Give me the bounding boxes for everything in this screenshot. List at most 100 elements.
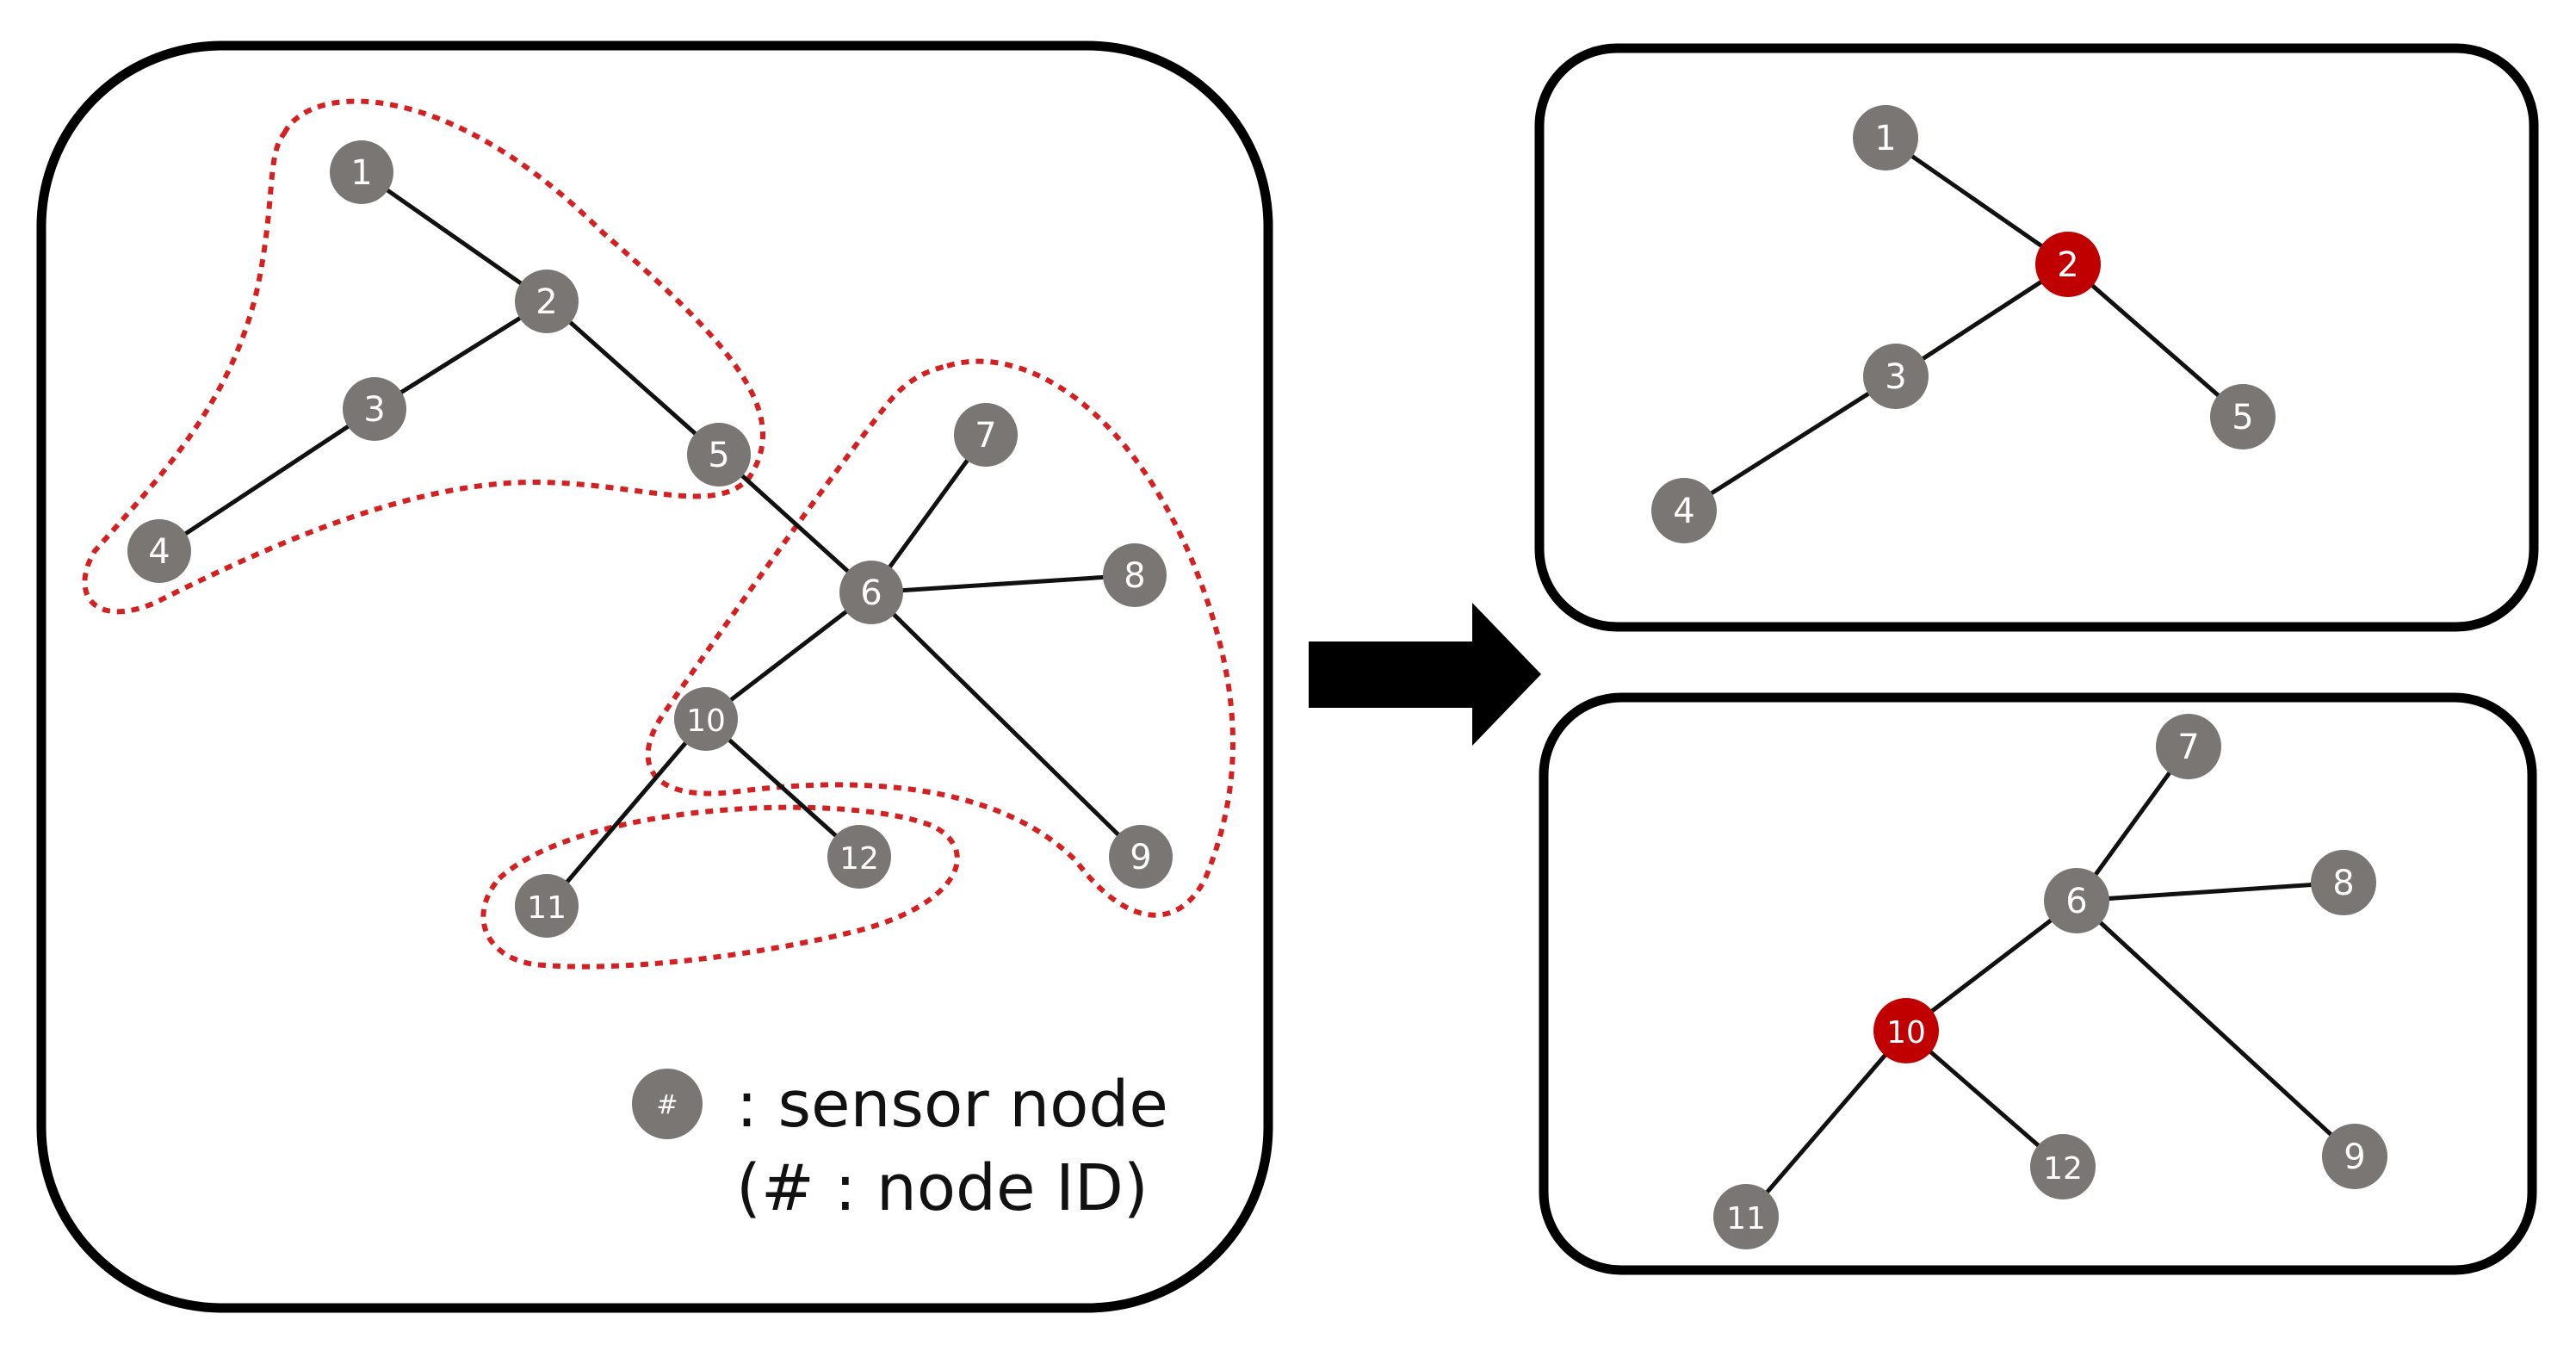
network-node-1: 1	[330, 140, 393, 204]
network-node-11: 11	[515, 874, 579, 938]
network-node-circle-1	[330, 140, 393, 204]
result-bottom-node-circle-7	[2156, 714, 2221, 779]
result-top-node-label-2: 2	[2057, 245, 2078, 285]
network-edge-6-9	[869, 590, 1143, 859]
cluster-outline-2	[645, 358, 1236, 918]
result-bottom-node-6: 6	[2044, 868, 2109, 933]
network-edge-6-8	[869, 573, 1137, 595]
network-edge-2-5	[544, 299, 721, 457]
result-bottom-edge-6-9	[2074, 898, 2357, 1159]
result-bottom-node-circle-12	[2030, 1134, 2096, 1199]
result-top-edge-2-5	[2065, 262, 2245, 419]
network-node-12: 12	[827, 825, 891, 889]
result-top-node-circle-5	[2210, 384, 2276, 449]
network-edge-10-11	[544, 716, 709, 908]
network-node-2: 2	[515, 270, 579, 333]
network-edge-6-10	[703, 590, 874, 722]
result-bottom-node-9: 9	[2322, 1124, 2387, 1189]
result-bottom-edge-10-12	[1904, 1028, 2065, 1169]
result-top-node-2: 2	[2035, 232, 2101, 297]
legend: # : sensor node (# : node ID)	[632, 1068, 1168, 1225]
result-bottom-node-circle-8	[2311, 850, 2376, 915]
network-node-circle-8	[1103, 543, 1167, 607]
network-node-label-12: 12	[839, 841, 879, 877]
result-bottom-node-label-8: 8	[2332, 864, 2354, 903]
network-node-label-10: 10	[686, 703, 726, 739]
result-bottom-node-11: 11	[1713, 1184, 1779, 1249]
network-node-10: 10	[674, 687, 738, 751]
cluster-outline-1	[82, 98, 765, 615]
result-top-node-5: 5	[2210, 384, 2276, 449]
network-node-6: 6	[839, 561, 903, 624]
result-top-node-label-4: 4	[1673, 492, 1694, 531]
result-top-node-circle-3	[1863, 344, 1929, 409]
network-node-circle-6	[839, 561, 903, 624]
result-panel-top	[1534, 43, 2539, 632]
network-node-label-1: 1	[350, 153, 372, 193]
result-top-node-circle-1	[1853, 105, 1918, 170]
network-node-circle-11	[515, 874, 579, 938]
result-bottom-node-10: 10	[1873, 998, 1939, 1063]
legend-line-1: : sensor node	[736, 1068, 1168, 1142]
network-node-label-5: 5	[708, 436, 729, 475]
result-top-edge-2-3	[1893, 262, 2071, 379]
result-bottom-node-7: 7	[2156, 714, 2221, 779]
network-node-label-11: 11	[527, 890, 567, 926]
network-edge-10-12	[703, 716, 862, 859]
result-bottom-edge-10-11	[1743, 1028, 1909, 1219]
result-bottom-edge-6-10	[1904, 898, 2079, 1033]
result-bottom-node-circle-10	[1873, 998, 1939, 1063]
network-node-5: 5	[687, 423, 751, 487]
result-top-node-4: 4	[1651, 478, 1717, 543]
result-bottom-node-8: 8	[2311, 850, 2376, 915]
result-bottom-node-label-9: 9	[2344, 1137, 2365, 1177]
cluster-outlines	[82, 98, 1236, 970]
network-edge-2-3	[372, 299, 549, 412]
network-node-circle-4	[127, 519, 191, 583]
legend-line-2: (# : node ID)	[736, 1151, 1149, 1225]
result-bottom-node-label-11: 11	[1726, 1201, 1766, 1237]
network-node-8: 8	[1103, 543, 1167, 607]
cluster-outline-3	[480, 804, 960, 970]
network-node-label-4: 4	[148, 532, 170, 572]
network-edge-3-4	[157, 406, 377, 554]
legend-symbol-label: #	[656, 1090, 678, 1120]
network-node-label-6: 6	[860, 573, 882, 613]
network-edge-5-6	[716, 452, 874, 595]
result-bottom-node-label-7: 7	[2177, 728, 2199, 767]
result-top-node-label-1: 1	[1874, 119, 1896, 158]
result-top-node-circle-4	[1651, 478, 1717, 543]
legend-node-symbol	[632, 1069, 703, 1139]
network-node-label-9: 9	[1130, 838, 1151, 877]
network-node-label-8: 8	[1124, 556, 1145, 596]
network-node-circle-10	[674, 687, 738, 751]
result-top-node-label-3: 3	[1885, 357, 1906, 397]
result-bottom-node-circle-6	[2044, 868, 2109, 933]
arrow-icon	[1309, 603, 1541, 746]
network-node-circle-3	[343, 377, 406, 441]
result-top-node-3: 3	[1863, 344, 1929, 409]
result-top-edge-1-2	[1883, 135, 2071, 267]
result-top-node-1: 1	[1853, 105, 1918, 170]
network-node-circle-2	[515, 270, 579, 333]
result-top-edge-3-4	[1681, 374, 1898, 513]
result-bottom-edge-6-8	[2074, 880, 2346, 903]
result-panel-bottom	[1539, 692, 2537, 1275]
network-node-label-2: 2	[536, 282, 557, 322]
result-top-node-label-5: 5	[2232, 398, 2253, 437]
network-node-circle-12	[827, 825, 891, 889]
result-top-node-circle-2	[2035, 232, 2101, 297]
result-bottom-node-label-6: 6	[2065, 882, 2087, 921]
network-node-9: 9	[1109, 825, 1173, 889]
network-node-circle-7	[954, 403, 1018, 467]
result-bottom-node-circle-11	[1713, 1184, 1779, 1249]
network-edge-1-2	[359, 170, 549, 304]
result-bottom-node-12: 12	[2030, 1134, 2096, 1199]
network-node-circle-9	[1109, 825, 1173, 889]
result-bottom-node-circle-9	[2322, 1124, 2387, 1189]
network-node-3: 3	[343, 377, 406, 441]
network-node-4: 4	[127, 519, 191, 583]
result-bottom-node-label-10: 10	[1886, 1015, 1926, 1051]
network-node-7: 7	[954, 403, 1018, 467]
